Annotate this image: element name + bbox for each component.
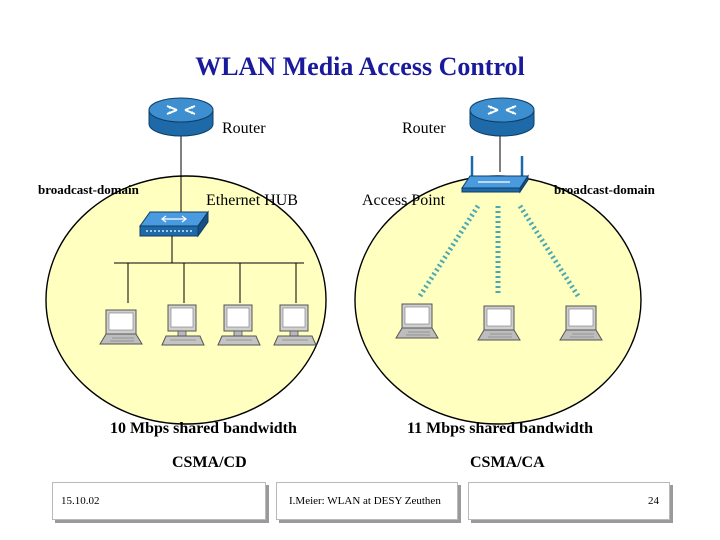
right-router-label: Router	[402, 120, 446, 137]
footer-page-number: 24	[648, 495, 659, 507]
page-title: WLAN Media Access Control	[195, 52, 525, 81]
right-bandwidth-label: 11 Mbps shared bandwidth	[407, 420, 593, 437]
laptop-icon[interactable]	[395, 303, 439, 339]
right-broadcast-domain	[354, 175, 642, 425]
footer-author-box: I.Meier: WLAN at DESY Zeuthen	[276, 482, 458, 520]
right-protocol-label: CSMA/CA	[470, 454, 545, 471]
left-router-label: Router	[222, 120, 266, 137]
access-point-label: Access Point	[362, 192, 446, 209]
hub-icon[interactable]	[139, 210, 209, 238]
laptop-icon[interactable]	[477, 305, 521, 341]
right-domain-label: broadcast-domain	[554, 182, 655, 197]
footer-author: I.Meier: WLAN at DESY Zeuthen	[289, 495, 441, 507]
footer-date-box: 15.10.02	[52, 482, 266, 520]
laptop-icon[interactable]	[559, 305, 603, 341]
right-router-icon[interactable]	[469, 97, 535, 137]
footer-date: 15.10.02	[61, 495, 100, 507]
access-point-icon[interactable]	[461, 156, 529, 194]
laptop-icon[interactable]	[99, 309, 143, 345]
left-broadcast-domain	[45, 175, 327, 425]
left-domain-label: broadcast-domain	[38, 182, 139, 197]
hub-label: Ethernet HUB	[206, 192, 298, 209]
left-bandwidth-label: 10 Mbps shared bandwidth	[110, 420, 297, 437]
left-router-icon[interactable]	[148, 97, 214, 137]
left-protocol-label: CSMA/CD	[172, 454, 247, 471]
footer-page-box: 24	[468, 482, 670, 520]
